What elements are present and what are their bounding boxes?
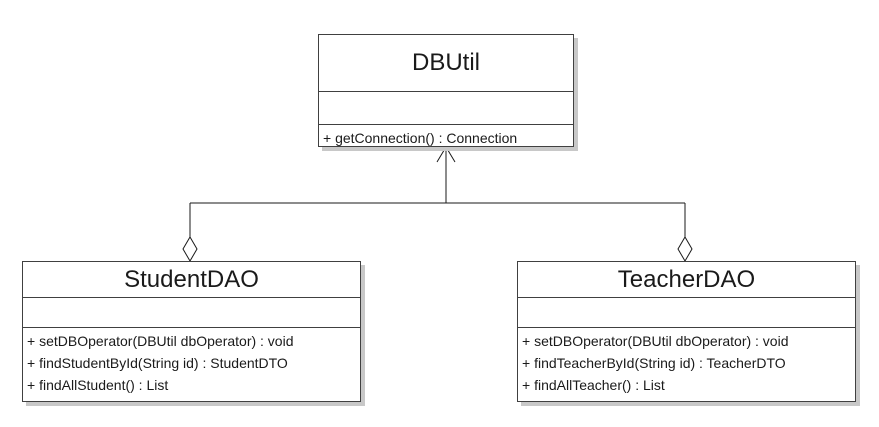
operations-compartment-student-dao: + setDBOperator(DBUtil dbOperator) : voi… xyxy=(23,328,360,396)
class-student-dao[interactable]: StudentDAO + setDBOperator(DBUtil dbOper… xyxy=(22,261,361,402)
operation-get-connection: + getConnection() : Connection xyxy=(323,130,518,146)
attributes-compartment-teacher-dao xyxy=(518,298,855,328)
attributes-compartment-student-dao xyxy=(23,298,360,328)
class-name-teacher-dao: TeacherDAO xyxy=(518,262,855,298)
operation-find-all-student: + findAllStudent() : List xyxy=(27,377,169,393)
operations-compartment-teacher-dao: + setDBOperator(DBUtil dbOperator) : voi… xyxy=(518,328,855,396)
operation-set-db-operator: + setDBOperator(DBUtil dbOperator) : voi… xyxy=(522,333,789,349)
class-teacher-dao[interactable]: TeacherDAO + setDBOperator(DBUtil dbOper… xyxy=(517,261,856,402)
operation-find-all-teacher: + findAllTeacher() : List xyxy=(522,377,665,393)
attributes-compartment-dbutil xyxy=(319,92,573,125)
class-dbutil[interactable]: DBUtil + getConnection() : Connection xyxy=(318,34,574,147)
operations-compartment-dbutil: + getConnection() : Connection xyxy=(319,125,573,149)
operation-find-student-by-id: + findStudentById(String id) : StudentDT… xyxy=(27,355,288,371)
operation-find-teacher-by-id: + findTeacherById(String id) : TeacherDT… xyxy=(522,355,786,371)
class-name-dbutil: DBUtil xyxy=(319,35,573,92)
student-aggregation-diamond xyxy=(182,236,198,262)
operation-set-db-operator: + setDBOperator(DBUtil dbOperator) : voi… xyxy=(27,333,294,349)
teacher-aggregation-diamond xyxy=(677,236,693,262)
class-name-student-dao: StudentDAO xyxy=(23,262,360,298)
navigability-arrowhead xyxy=(436,146,456,163)
